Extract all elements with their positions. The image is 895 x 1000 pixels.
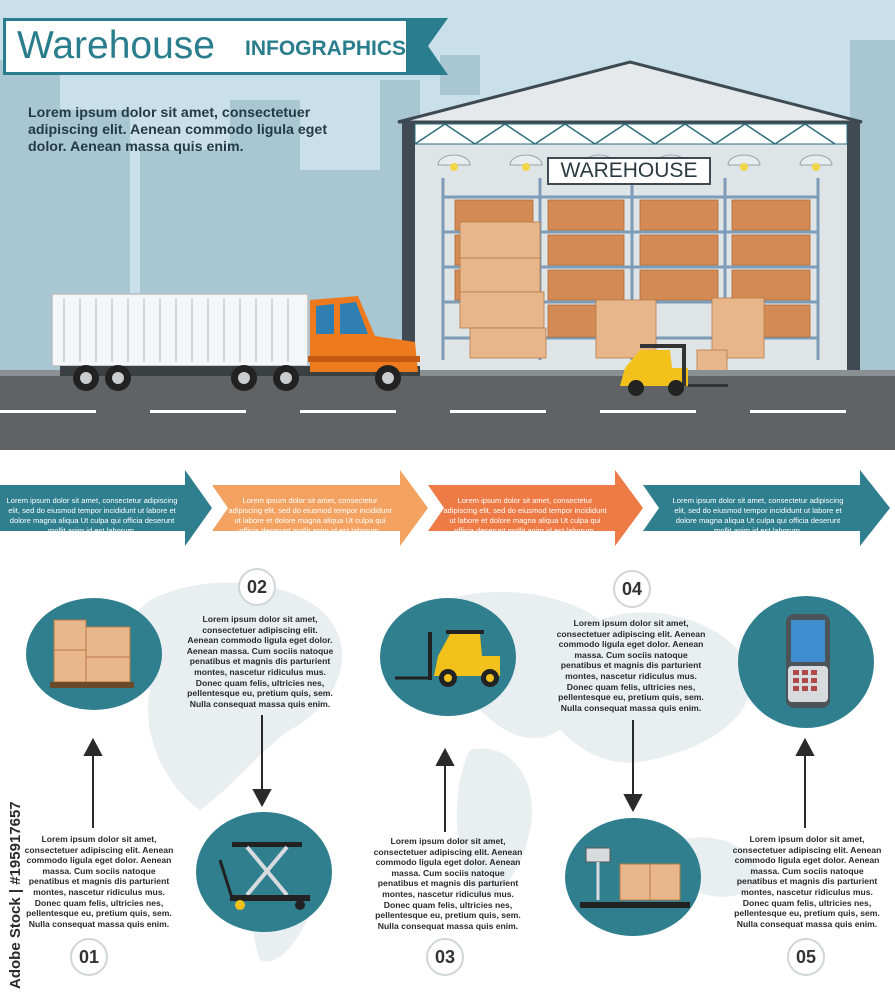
step-2-number: 02	[238, 568, 276, 606]
page-title: Warehouse	[17, 24, 215, 67]
step-2-text: Lorem ipsum dolor sit amet, consectetuer…	[186, 614, 334, 709]
forklift-illustration	[620, 344, 728, 396]
warehouse-sign: WAREHOUSE	[560, 159, 698, 182]
step-4-text: Lorem ipsum dolor sit amet, consectetuer…	[556, 618, 706, 713]
step-5-text: Lorem ipsum dolor sit amet, consectetuer…	[732, 834, 882, 929]
arrow-3	[428, 470, 643, 546]
connector-arrows	[83, 715, 815, 832]
warehouse-building	[397, 60, 863, 388]
arrow-text-1: Lorem ipsum dolor sit amet, consectetur …	[6, 496, 178, 535]
arrow-text-3: Lorem ipsum dolor sit amet, consectetur …	[443, 496, 607, 535]
step-1-text: Lorem ipsum dolor sit amet, consectetuer…	[24, 834, 174, 929]
step-1-number: 01	[70, 938, 108, 976]
road-markings	[0, 410, 846, 413]
road	[0, 374, 895, 450]
banner-shape	[3, 18, 448, 75]
step-3-text: Lorem ipsum dolor sit amet, consectetuer…	[373, 836, 523, 931]
scale-icon	[580, 847, 690, 908]
step-3-number: 03	[426, 938, 464, 976]
lift-table-icon	[218, 842, 310, 910]
step-4-number: 04	[613, 570, 651, 608]
warehouse-scene: Warehouse INFOGRAPHICS Lorem ipsum dolor…	[0, 0, 895, 450]
intro-text: Lorem ipsum dolor sit amet, consectetuer…	[28, 105, 328, 155]
truck-illustration	[51, 293, 420, 391]
step-5-number: 05	[787, 938, 825, 976]
scanner-icon	[786, 614, 830, 708]
forklift-icon	[395, 630, 500, 687]
scene-illustration	[0, 40, 895, 450]
arrow-1	[0, 470, 212, 546]
stock-credit: Adobe Stock | #195917657	[7, 801, 24, 989]
arrow-4	[643, 470, 890, 546]
arrow-text-2: Lorem ipsum dolor sit amet, consectetur …	[228, 496, 392, 535]
arrow-text-4: Lorem ipsum dolor sit amet, consectetur …	[672, 496, 844, 535]
arrow-2	[212, 470, 428, 546]
box-pallet-icon	[50, 619, 134, 688]
title-banner: Warehouse INFOGRAPHICS	[3, 18, 448, 75]
page-subtitle: INFOGRAPHICS	[245, 37, 407, 60]
process-arrows	[0, 470, 890, 546]
